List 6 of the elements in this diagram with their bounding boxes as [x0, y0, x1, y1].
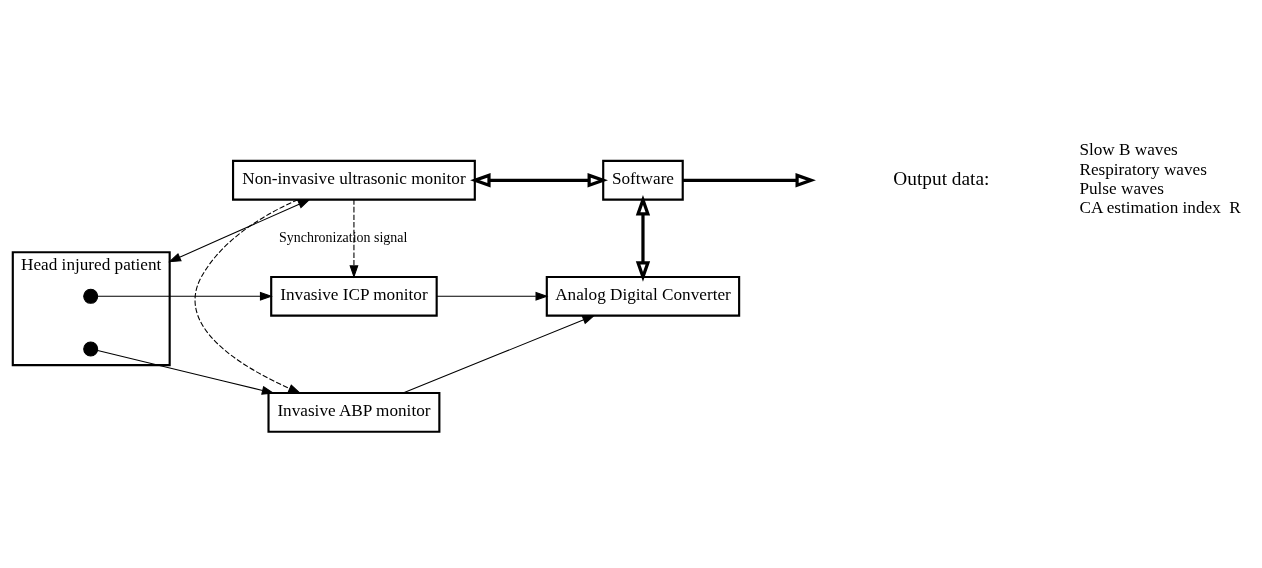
label: Pulse waves: [1079, 178, 1164, 198]
label: Slow B waves: [1079, 139, 1178, 159]
edge-label: Synchronization signal: [279, 229, 408, 245]
label: Output data:: [893, 167, 990, 189]
label: Respiratory waves: [1079, 159, 1207, 179]
label: CA estimation index R: [1079, 197, 1241, 217]
